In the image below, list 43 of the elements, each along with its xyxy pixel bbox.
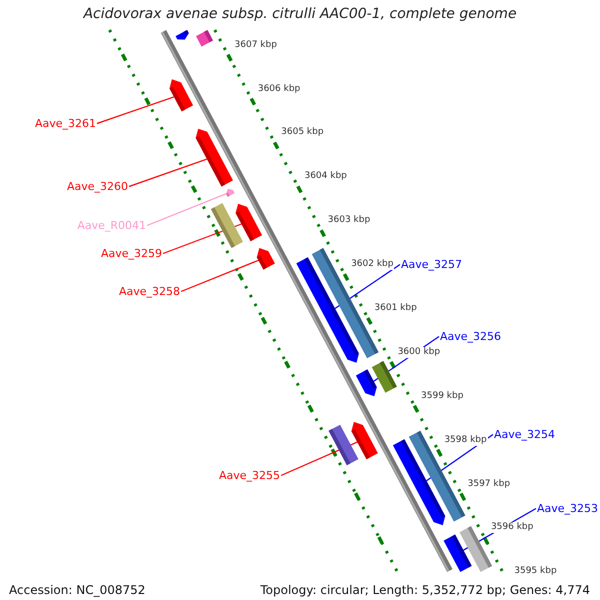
gene-label: Aave_3260 <box>66 180 128 193</box>
gene-feature <box>226 188 235 197</box>
leader-line <box>96 96 174 124</box>
scale-label: 3602 kbp <box>350 259 394 270</box>
gene-label: Aave_3258 <box>118 285 180 298</box>
scale-label: 3604 kbp <box>303 171 348 182</box>
scale-label: 3603 kbp <box>326 215 372 226</box>
feature-bar <box>196 30 213 47</box>
leader-line <box>180 260 259 292</box>
scale-label: 3601 kbp <box>373 303 418 314</box>
accession-text: Accession: NC_008752 <box>9 584 146 597</box>
scale-label: 3598 kbp <box>443 434 488 446</box>
gene-label: Aave_3255 <box>218 469 280 482</box>
leader-line <box>128 158 208 188</box>
genome-stats-text: Topology: circular; Length: 5,352,772 bp; Genes: 4,774 <box>260 584 590 597</box>
gene-label: Aave_3261 <box>34 117 96 130</box>
gene-feature <box>196 128 233 186</box>
scale-label: 3607 kbp <box>234 40 278 51</box>
scale-label: 3606 kbp <box>256 84 302 95</box>
gene-feature <box>176 30 189 40</box>
scale-label: 3600 kbp <box>396 346 442 358</box>
gene-feature <box>256 248 275 270</box>
gene-feature <box>356 369 377 396</box>
scale-label: 3596 kbp <box>490 522 534 534</box>
gene-label: Aave_3253 <box>537 502 598 515</box>
scale-label: 3597 kbp <box>466 478 512 490</box>
feature-bar <box>460 526 492 572</box>
gene-feature <box>170 79 194 112</box>
gene-feature <box>236 204 262 242</box>
feature-bar <box>372 361 397 393</box>
gene-label: Aave_3254 <box>494 428 556 441</box>
gene-label: Aave_3257 <box>401 258 462 271</box>
scale-label: 3605 kbp <box>280 127 325 138</box>
feature-bar <box>328 424 358 466</box>
gene-feature <box>351 422 378 460</box>
feature-bar <box>210 203 243 248</box>
gene-label: Aave_3256 <box>440 330 502 343</box>
chart-title: Acidovorax avenae subsp. citrulli AAC00-1, complete genome <box>82 6 518 23</box>
gene-label: Aave_3259 <box>100 247 162 260</box>
scale-label: 3595 kbp <box>513 566 558 578</box>
gene-label: Aave_R0041 <box>77 219 146 232</box>
scale-label: 3599 kbp <box>420 390 464 402</box>
leader-line <box>146 193 226 226</box>
